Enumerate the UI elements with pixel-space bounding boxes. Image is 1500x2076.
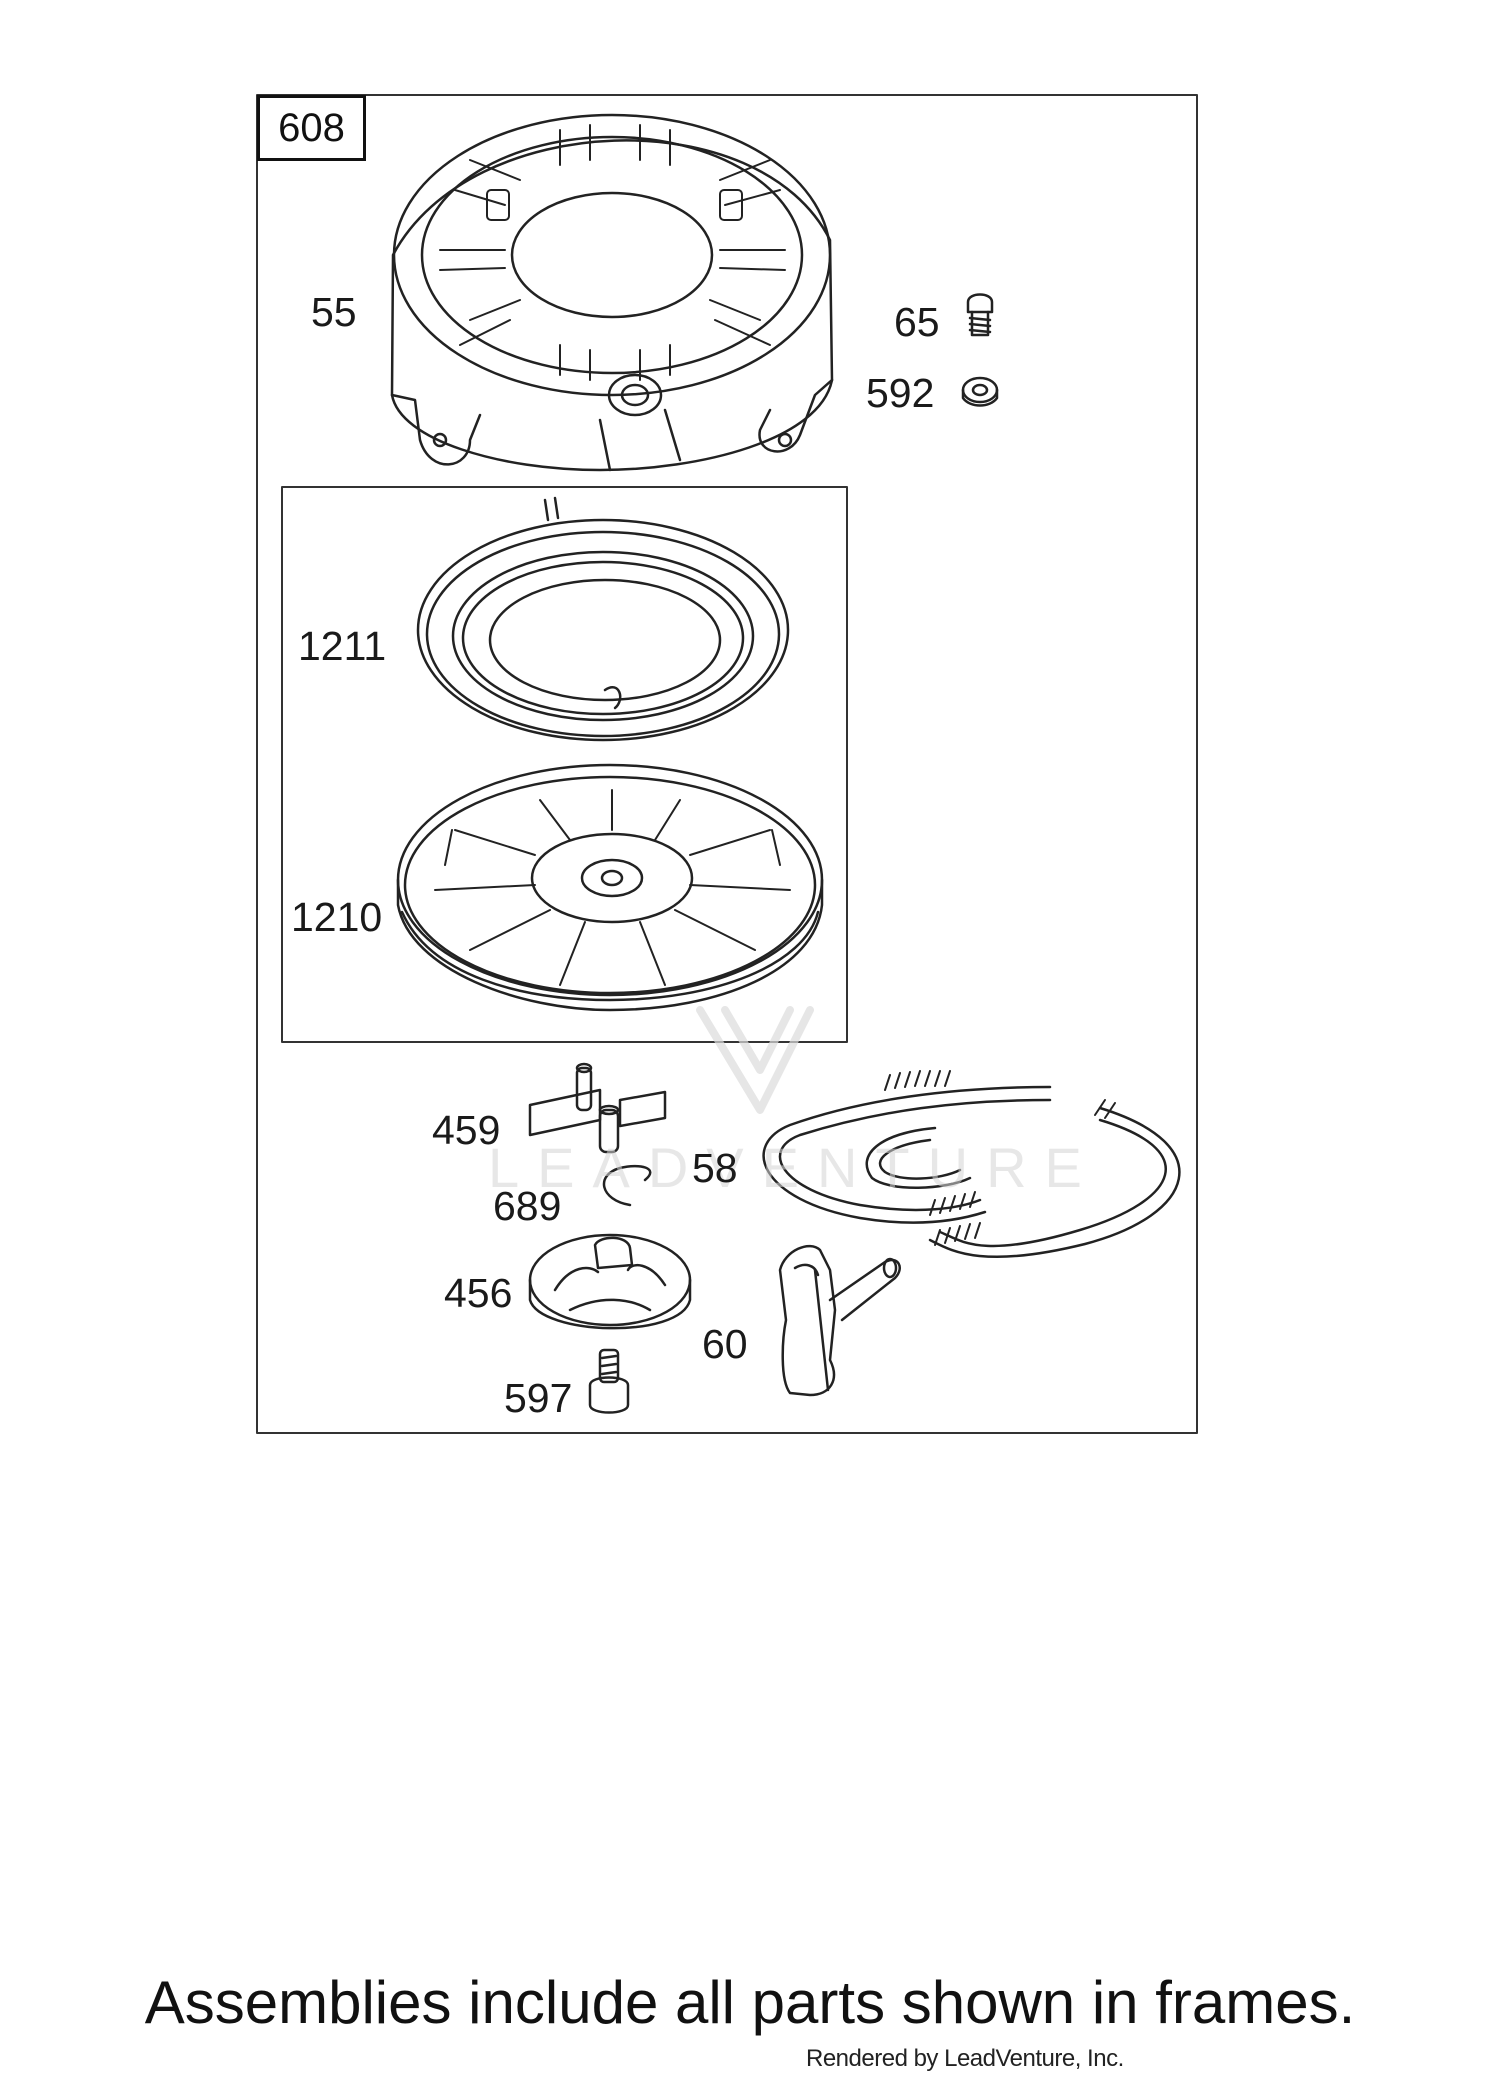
ratchet-drawing — [528, 1233, 692, 1330]
starter-housing-drawing — [390, 113, 834, 472]
subassembly-frame — [281, 486, 848, 1043]
part-label-456[interactable]: 456 — [444, 1270, 513, 1316]
handle-drawing — [778, 1244, 901, 1397]
part-label-65[interactable]: 65 — [894, 299, 940, 345]
pawl-drawing — [528, 1062, 667, 1154]
part-label-459[interactable]: 459 — [432, 1107, 501, 1153]
pulley-drawing — [396, 763, 824, 1012]
watermark-logo — [696, 1006, 814, 1114]
part-label-1210[interactable]: 1210 — [291, 894, 383, 940]
rope-drawing — [762, 1070, 1181, 1259]
part-label-597[interactable]: 597 — [504, 1375, 573, 1421]
rewind-spring-drawing — [416, 496, 790, 742]
part-label-55[interactable]: 55 — [311, 289, 357, 335]
screw-drawing — [588, 1348, 630, 1414]
assembly-frame — [256, 94, 1198, 1434]
frame-label: 608 — [257, 95, 366, 161]
part-label-1211[interactable]: 1211 — [298, 623, 387, 669]
render-credit: Rendered by LeadVenture, Inc. — [806, 2045, 1124, 2072]
part-label-689[interactable]: 689 — [493, 1183, 562, 1229]
part-label-58[interactable]: 58 — [692, 1145, 738, 1191]
part-label-592[interactable]: 592 — [866, 370, 935, 416]
assemblies-note: Assemblies include all parts shown in fr… — [144, 1969, 1356, 2036]
part-label-60[interactable]: 60 — [702, 1321, 748, 1367]
watermark-text: LEADVENTURE — [488, 1136, 1100, 1199]
retainer-ring-drawing — [602, 1164, 652, 1207]
bolt-drawing — [966, 293, 994, 337]
nut-drawing — [961, 376, 999, 407]
